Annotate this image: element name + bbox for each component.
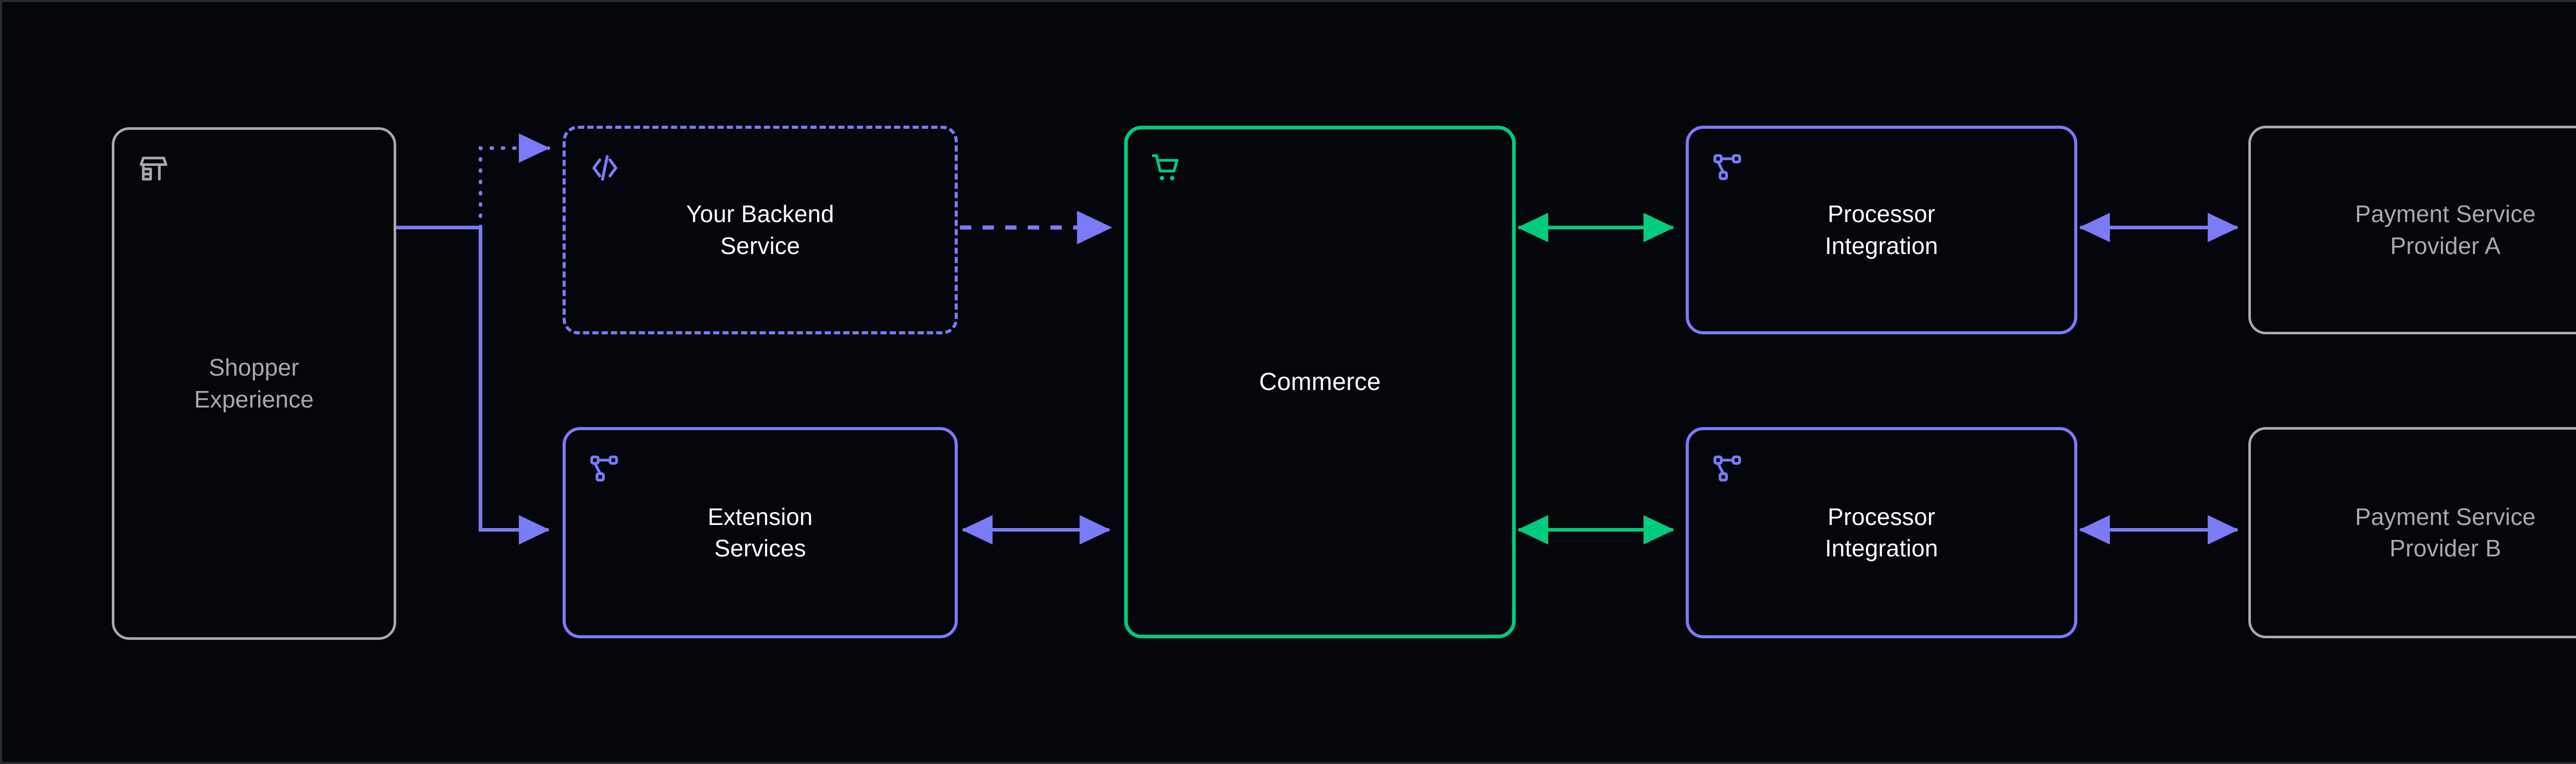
node-commerce[interactable]: Commerce bbox=[1124, 126, 1516, 638]
node-shopper-experience[interactable]: Shopper Experience bbox=[112, 127, 396, 640]
node-your-backend-service[interactable]: Your Backend Service bbox=[563, 126, 958, 334]
node-label-payment-service-provider-b: Payment Service Provider B bbox=[2355, 503, 2536, 562]
node-label-processor-integration-a: Processor Integration bbox=[1825, 200, 1938, 259]
node-label-processor-integration-b: Processor Integration bbox=[1825, 503, 1938, 562]
node-label-payment-service-provider-a: Payment Service Provider A bbox=[2355, 200, 2536, 259]
network-nodes-icon bbox=[1713, 154, 1741, 180]
node-label-your-backend-service: Your Backend Service bbox=[686, 200, 835, 259]
network-nodes-icon bbox=[1713, 455, 1741, 482]
code-brackets-icon bbox=[592, 155, 618, 181]
network-nodes-icon bbox=[590, 455, 618, 482]
node-payment-service-provider-a[interactable]: Payment Service Provider A bbox=[2248, 126, 2576, 334]
edge-shopper-to-backend-service bbox=[479, 133, 550, 230]
edge-shopper-to-extension bbox=[396, 226, 554, 545]
node-extension-services[interactable]: Extension Services bbox=[563, 427, 958, 638]
shopping-cart-icon bbox=[1151, 154, 1179, 180]
node-label-extension-services: Extension Services bbox=[707, 503, 813, 562]
node-label-shopper-experience: Shopper Experience bbox=[194, 354, 314, 413]
node-processor-integration-a[interactable]: Processor Integration bbox=[1686, 126, 2077, 334]
node-payment-service-provider-b[interactable]: Payment Service Provider B bbox=[2248, 427, 2576, 638]
node-label-commerce: Commerce bbox=[1259, 368, 1381, 396]
storefront-icon bbox=[140, 157, 167, 181]
edge-shopper-to-extension-services bbox=[479, 227, 550, 545]
node-processor-integration-b[interactable]: Processor Integration bbox=[1686, 427, 2077, 638]
